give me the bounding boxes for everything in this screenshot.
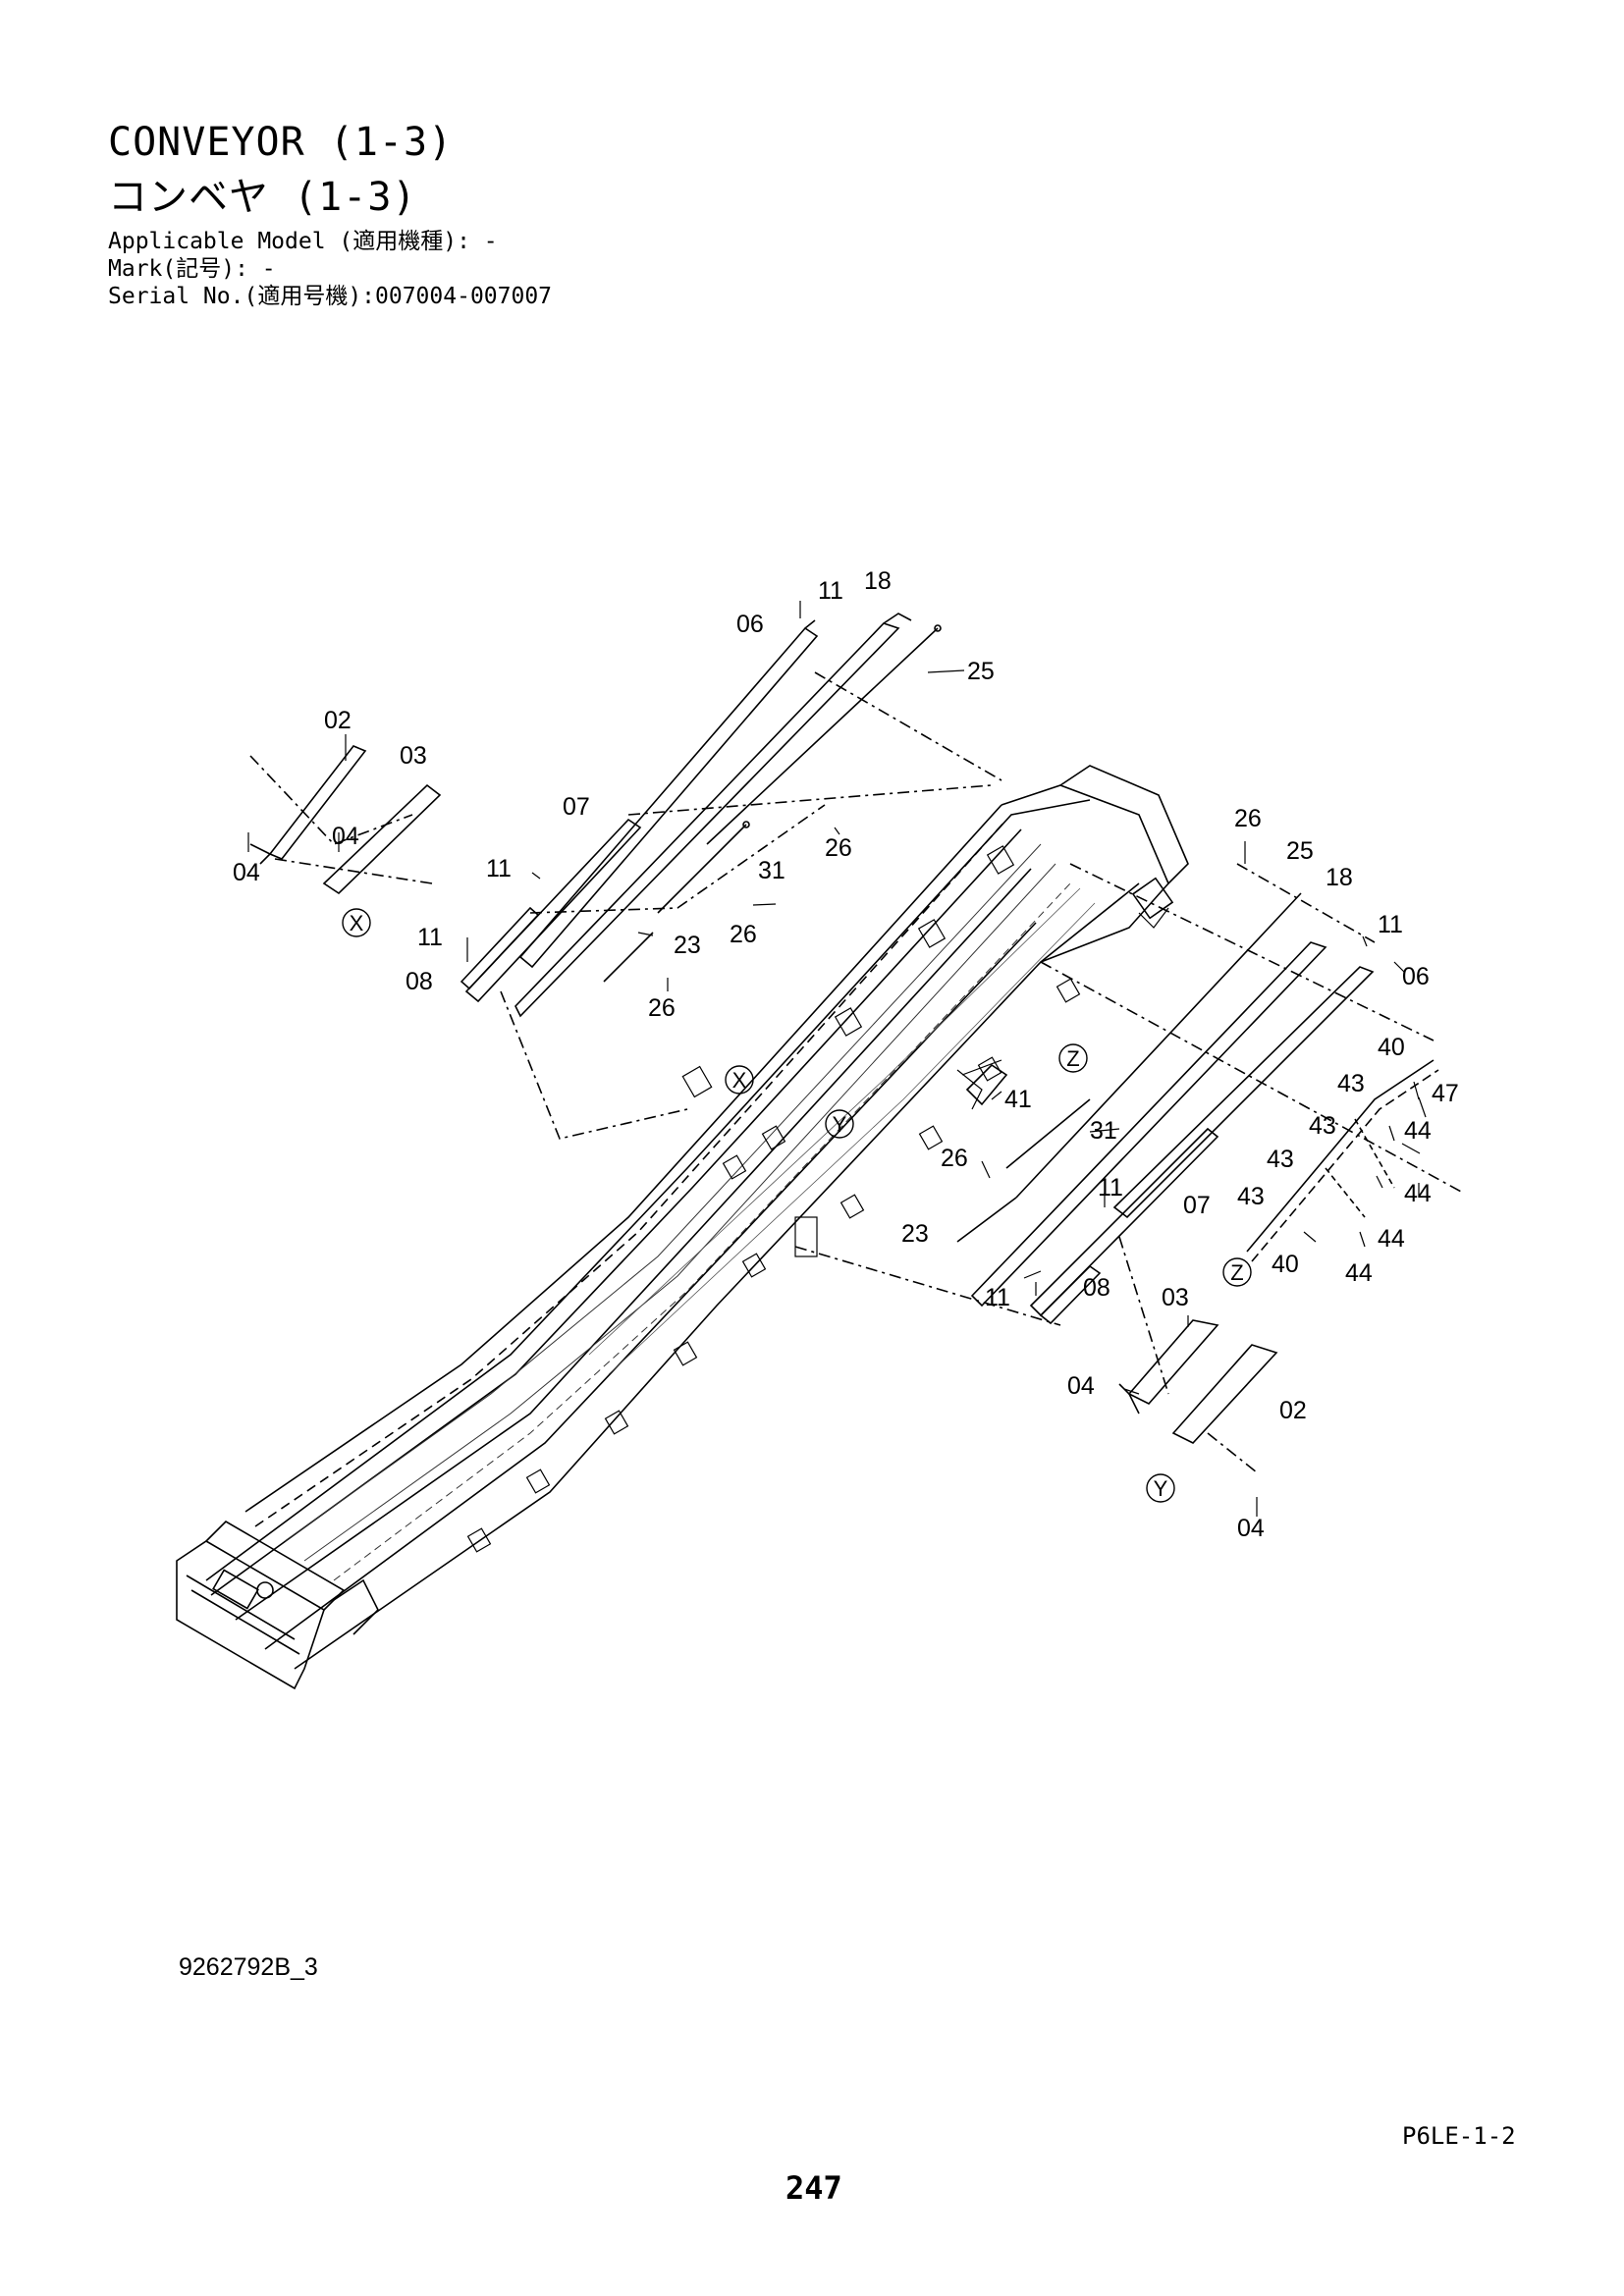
page-number: 247	[785, 2169, 842, 2207]
callout: 25	[1286, 837, 1314, 865]
callout: 44	[1378, 1225, 1405, 1253]
view-z-marker: Z	[1066, 1046, 1079, 1071]
callout: 18	[864, 567, 892, 595]
callout: 43	[1237, 1183, 1265, 1210]
callout: 04	[332, 823, 359, 850]
callout: 02	[1279, 1397, 1307, 1424]
callout: 26	[730, 921, 757, 948]
view-y-marker: Y	[1154, 1476, 1168, 1501]
callout: 44	[1404, 1180, 1432, 1207]
callout: 03	[1162, 1284, 1189, 1311]
callout: 44	[1345, 1259, 1373, 1287]
callout: 07	[1183, 1192, 1211, 1219]
view-z-marker: Z	[1230, 1260, 1243, 1285]
callout: 04	[233, 859, 260, 886]
right-parts	[794, 863, 1464, 1473]
callout: 26	[1234, 805, 1262, 832]
callout: 40	[1272, 1251, 1299, 1278]
view-y-marker: Y	[833, 1112, 847, 1137]
callout: 11	[417, 924, 443, 951]
callout: 03	[400, 742, 427, 770]
view-x-marker: X	[350, 911, 364, 935]
callout: 26	[941, 1145, 968, 1172]
applicable-model: Applicable Model (適用機種): -	[108, 229, 498, 254]
callout: 08	[406, 968, 433, 995]
view-x-marker: X	[732, 1068, 747, 1093]
callout: 08	[1083, 1274, 1110, 1302]
callout: 31	[1090, 1117, 1117, 1145]
drawing-number: 9262792B_3	[179, 1953, 318, 1981]
callout: 11	[985, 1284, 1010, 1311]
callout: 26	[825, 834, 852, 862]
callout: 25	[967, 658, 995, 685]
page-title-en: CONVEYOR (1-3)	[108, 120, 454, 165]
conveyor-frame	[176, 765, 1189, 1690]
callout: 18	[1326, 864, 1353, 891]
serial-number: Serial No.(適用号機):007004-007007	[108, 284, 553, 309]
callout: 11	[486, 855, 512, 882]
document-code: P6LE-1-2	[1402, 2122, 1516, 2150]
callout: 43	[1337, 1070, 1365, 1097]
callout: 47	[1432, 1080, 1459, 1107]
view-markers	[342, 908, 1252, 1503]
callout: 02	[324, 707, 352, 734]
callout: 06	[736, 611, 764, 638]
page-title-jp: コンベヤ (1-3)	[108, 175, 417, 220]
callout: 43	[1267, 1146, 1294, 1173]
upper-left-parts	[249, 613, 1002, 1140]
callout: 40	[1378, 1034, 1405, 1061]
callout: 11	[1098, 1174, 1123, 1201]
leader-lines	[247, 601, 1427, 1517]
callout: 44	[1404, 1117, 1432, 1145]
callout: 11	[1378, 911, 1403, 938]
callout: 04	[1237, 1515, 1265, 1542]
mark: Mark(記号): -	[108, 256, 276, 282]
callout: 04	[1067, 1372, 1095, 1400]
callout: 11	[818, 577, 843, 605]
callout: 23	[674, 932, 701, 959]
callout: 41	[1004, 1086, 1032, 1113]
callout: 31	[758, 857, 785, 884]
callout: 43	[1309, 1112, 1336, 1140]
callout: 26	[648, 994, 676, 1022]
callout: 07	[563, 793, 590, 821]
callout: 06	[1402, 963, 1430, 990]
callout: 23	[901, 1220, 929, 1248]
